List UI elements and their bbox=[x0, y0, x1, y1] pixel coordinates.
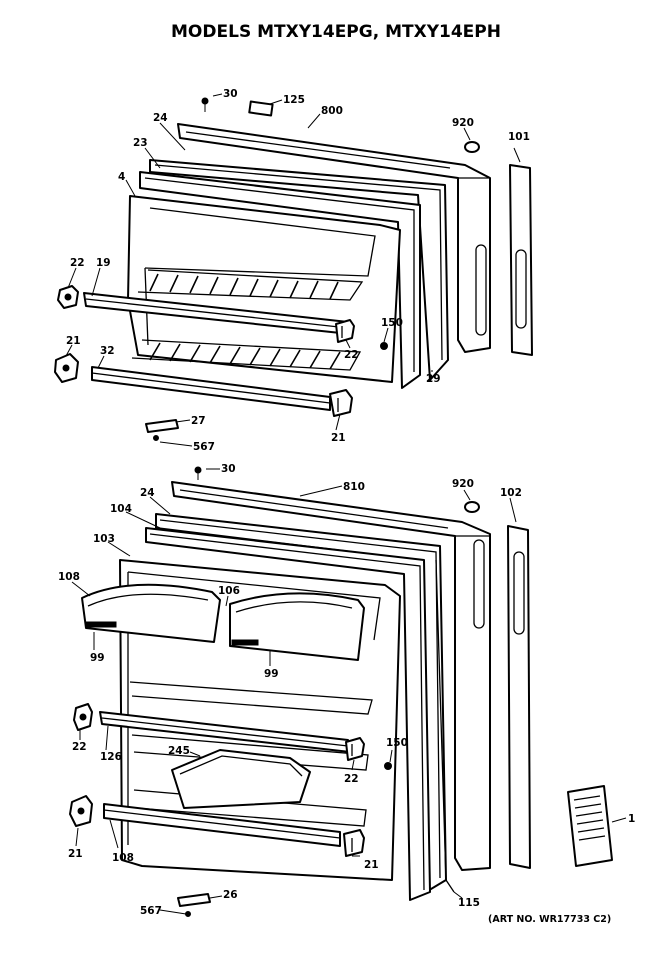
label-24: 24 bbox=[153, 112, 168, 124]
label-800: 800 bbox=[321, 105, 343, 117]
label-245: 245 bbox=[168, 745, 190, 757]
fresh-food-shelf-bar-108 bbox=[103, 803, 341, 847]
label-810: 810 bbox=[343, 481, 365, 493]
fresh-food-shelf-clip-21-left bbox=[69, 795, 93, 827]
owners-manual-1 bbox=[567, 785, 613, 867]
label-567: 567 bbox=[140, 905, 162, 917]
fresh-food-shelf-clip-22-left bbox=[73, 703, 93, 731]
fresh-food-callouts: 30 810 920 102 24 104 103 108 106 99 99 … bbox=[58, 463, 635, 917]
fresh-food-door-assembly: 30 810 920 102 24 104 103 108 106 99 99 … bbox=[58, 463, 635, 917]
label-150: 150 bbox=[386, 737, 408, 749]
freezer-top-screw-30 bbox=[201, 97, 209, 112]
label-102: 102 bbox=[500, 487, 522, 499]
freezer-callouts: 30 125 800 920 101 24 23 4 22 19 150 21 … bbox=[66, 88, 530, 453]
label-21-left: 21 bbox=[68, 848, 83, 860]
label-22-right: 22 bbox=[344, 349, 359, 361]
diagram-title: MODELS MTXY14EPG, MTXY14EPH bbox=[171, 22, 501, 42]
fresh-food-hinge-cap-920 bbox=[464, 501, 480, 513]
label-101: 101 bbox=[508, 131, 530, 143]
label-99-left: 99 bbox=[90, 652, 105, 664]
label-24: 24 bbox=[140, 487, 155, 499]
label-103: 103 bbox=[93, 533, 115, 545]
freezer-door-gasket-24 bbox=[149, 159, 449, 381]
label-22-left: 22 bbox=[72, 741, 87, 753]
label-23: 23 bbox=[133, 137, 148, 149]
label-22-right: 22 bbox=[344, 773, 359, 785]
freezer-shelf-clip-21-right bbox=[329, 389, 353, 417]
label-4: 4 bbox=[118, 171, 125, 183]
fresh-food-screw-150 bbox=[384, 762, 392, 770]
fresh-food-hinge-strip-115 bbox=[435, 559, 455, 893]
freezer-shelf-clip-22-right bbox=[335, 319, 355, 343]
freezer-handle-101 bbox=[509, 164, 533, 356]
label-108-bar: 108 bbox=[112, 852, 134, 864]
freezer-leader-lines bbox=[65, 93, 521, 447]
freezer-shelf-clip-21-left bbox=[54, 353, 79, 383]
label-125: 125 bbox=[283, 94, 305, 106]
freezer-door-assembly: 30 125 800 920 101 24 23 4 22 19 150 21 … bbox=[54, 88, 533, 453]
freezer-shelf-clip-22-left bbox=[57, 285, 79, 309]
freezer-outer-door-800 bbox=[177, 123, 491, 353]
freezer-nameplate-125 bbox=[248, 100, 274, 117]
freezer-shelf-grid bbox=[131, 269, 364, 371]
label-126: 126 bbox=[100, 751, 122, 763]
label-1: 1 bbox=[628, 813, 635, 825]
freezer-door-stop-27 bbox=[145, 419, 179, 441]
label-21-right: 21 bbox=[331, 432, 346, 444]
label-30: 30 bbox=[221, 463, 236, 475]
art-number: (ART NO. WR17733 C2) bbox=[488, 914, 611, 925]
label-26: 26 bbox=[223, 889, 238, 901]
label-108: 108 bbox=[58, 571, 80, 583]
fresh-food-outer-door-810 bbox=[171, 481, 491, 871]
fresh-food-breaker-104 bbox=[145, 527, 431, 901]
label-22-left: 22 bbox=[70, 257, 85, 269]
fresh-food-shelf-clip-22-right bbox=[345, 737, 365, 761]
label-920: 920 bbox=[452, 117, 474, 129]
label-32: 32 bbox=[100, 345, 115, 357]
label-21-left: 21 bbox=[66, 335, 81, 347]
fresh-food-leader-lines bbox=[71, 468, 627, 915]
label-150: 150 bbox=[381, 317, 403, 329]
label-567: 567 bbox=[193, 441, 215, 453]
label-106: 106 bbox=[218, 585, 240, 597]
label-27: 27 bbox=[191, 415, 206, 427]
freezer-door-liner-23 bbox=[139, 171, 421, 389]
fresh-food-dairy-door-99 bbox=[229, 592, 365, 661]
freezer-hinge-cap-920 bbox=[464, 141, 480, 153]
label-30: 30 bbox=[223, 88, 238, 100]
fresh-food-handle-102 bbox=[507, 525, 531, 869]
label-920: 920 bbox=[452, 478, 474, 490]
freezer-shelf-bar-32 bbox=[91, 366, 331, 411]
fresh-food-door-stop-26 bbox=[177, 893, 211, 917]
label-104: 104 bbox=[110, 503, 132, 515]
freezer-screw-150 bbox=[380, 342, 388, 350]
fresh-food-bin-245 bbox=[171, 749, 311, 809]
label-21-right: 21 bbox=[364, 859, 379, 871]
label-29: 29 bbox=[426, 373, 441, 385]
fresh-food-shelf-clip-21-right bbox=[343, 829, 365, 857]
fresh-food-dairy-door-108 bbox=[81, 583, 221, 643]
fresh-food-top-screw-30 bbox=[194, 466, 202, 480]
label-99-right: 99 bbox=[264, 668, 279, 680]
label-19: 19 bbox=[96, 257, 111, 269]
label-115: 115 bbox=[458, 897, 480, 909]
